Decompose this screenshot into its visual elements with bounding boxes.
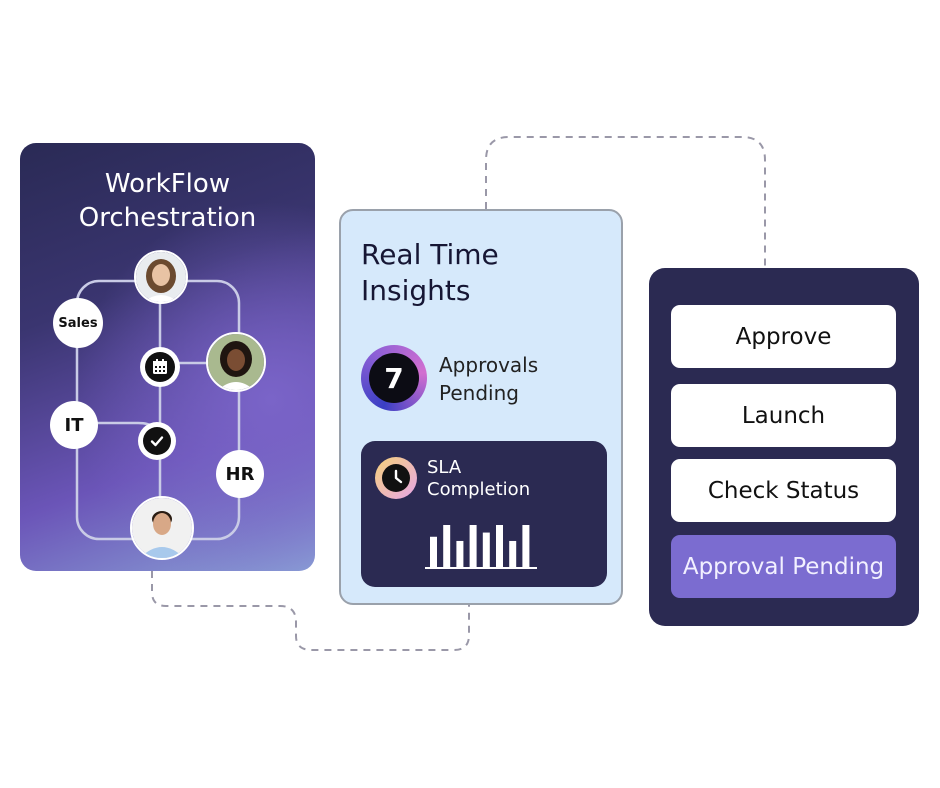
- sla-bar: [496, 525, 503, 567]
- check-icon: [150, 436, 164, 447]
- node-sales[interactable]: Sales: [53, 298, 103, 348]
- approval-pending-button[interactable]: Approval Pending: [671, 535, 896, 598]
- approvals-pending-label: Approvals Pending: [439, 353, 539, 405]
- clock-icon-badge: [375, 457, 417, 499]
- calendar-icon: [153, 359, 167, 374]
- calendar-node[interactable]: [140, 347, 180, 387]
- approve-button[interactable]: Approve: [671, 305, 896, 368]
- avatar-woman-top: [134, 250, 188, 304]
- check-status-button[interactable]: Check Status: [671, 459, 896, 522]
- sla-bar: [469, 525, 477, 567]
- workflow-card: WorkFlow Orchestration: [20, 143, 315, 571]
- sla-completion-label: SLA Completion: [427, 457, 531, 500]
- actions-card: Approve Launch Check Status Approval Pen…: [649, 268, 919, 626]
- avatar-woman-right: [206, 332, 266, 392]
- sla-bar-chart: [425, 525, 537, 569]
- clock-icon: [382, 464, 410, 492]
- avatar-man-bottom: [130, 496, 194, 560]
- workflow-title: WorkFlow Orchestration: [78, 169, 257, 233]
- insights-card: Real Time Insights 7 Approvals Pending S…: [339, 209, 623, 605]
- approvals-count-badge: 7: [361, 345, 427, 411]
- connector-top: [485, 136, 766, 268]
- sla-completion-panel: SLA Completion: [361, 441, 607, 587]
- node-hr[interactable]: HR: [216, 450, 264, 498]
- insights-title: Real Time Insights: [361, 238, 499, 307]
- sla-bar: [443, 525, 451, 567]
- launch-button[interactable]: Launch: [671, 384, 896, 447]
- sla-bar: [430, 536, 437, 567]
- approvals-count: 7: [369, 353, 419, 403]
- node-it[interactable]: IT: [50, 401, 98, 449]
- sla-bar: [456, 540, 464, 567]
- sla-bar: [522, 525, 530, 567]
- sla-bar: [509, 540, 517, 567]
- check-node[interactable]: [138, 422, 176, 460]
- sla-bar: [482, 532, 490, 567]
